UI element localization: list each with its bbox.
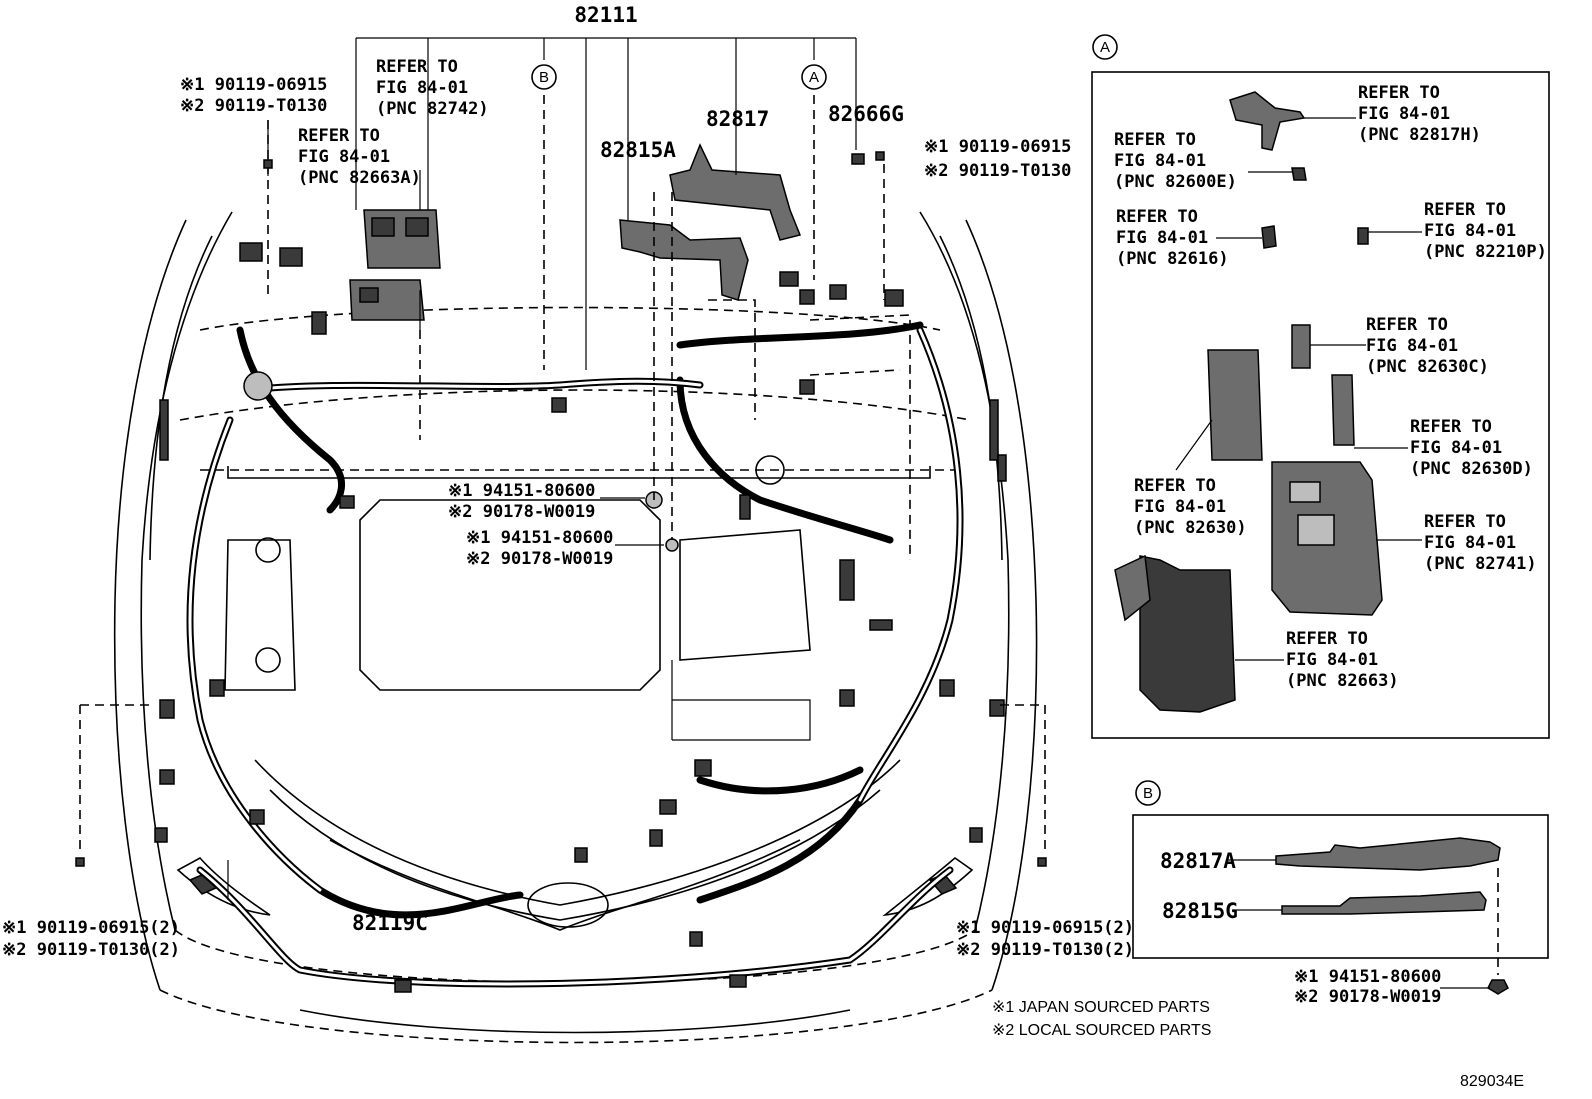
- callout-bl-bolt-2: ※2 90119-T0130(2): [2, 940, 180, 960]
- view-a-marker-label: A: [1100, 39, 1110, 56]
- view-b-marker-label: B: [1143, 785, 1153, 802]
- refer-line-2: FIG 84-01: [1134, 497, 1226, 517]
- refer-82663a: REFER TO FIG 84-01 (PNC 82663A): [298, 126, 421, 188]
- refer-line-2: FIG 84-01: [1116, 228, 1208, 248]
- refer-82742: REFER TO FIG 84-01 (PNC 82742): [376, 57, 489, 119]
- view-b-panel: B 82817A 82815G: [1132, 780, 1549, 995]
- refer-line-1: REFER TO: [1134, 476, 1216, 496]
- leader-lines: [79, 37, 1046, 900]
- refer-82600e: REFER TO FIG 84-01 (PNC 82600E): [1114, 130, 1237, 192]
- refer-82663: REFER TO FIG 84-01 (PNC 82663): [1286, 629, 1399, 691]
- refer-line-1: REFER TO: [1116, 207, 1198, 227]
- refer-82630c: REFER TO FIG 84-01 (PNC 82630C): [1366, 315, 1489, 377]
- callout-br-bolt-2: ※2 90119-T0130(2): [956, 940, 1134, 960]
- callout-tl-bolt-1: ※1 90119-06915: [180, 75, 327, 95]
- bolt-icons: [75, 151, 1047, 867]
- refer-line-1: REFER TO: [1424, 200, 1506, 220]
- callout-bl-bolt-1: ※1 90119-06915(2): [2, 918, 180, 938]
- refer-line-2: FIG 84-01: [1286, 650, 1378, 670]
- view-marker-a: A: [801, 64, 827, 90]
- refer-line-2: FIG 84-01: [1410, 438, 1502, 458]
- refer-line-2: FIG 84-01: [1366, 336, 1458, 356]
- part-number-82666g: 82666G: [828, 102, 904, 126]
- callout-nut1-1: ※1 94151-80600: [448, 481, 595, 501]
- refer-line-1: REFER TO: [1286, 629, 1368, 649]
- refer-line-1: REFER TO: [1358, 83, 1440, 103]
- refer-line-3: (PNC 82616): [1116, 249, 1229, 269]
- refer-line-3: (PNC 82663): [1286, 671, 1399, 691]
- part-number-82815a: 82815A: [600, 138, 676, 162]
- figure-code: 829034E: [1460, 1073, 1524, 1090]
- callout-tl-bolt-2: ※2 90119-T0130: [180, 96, 327, 116]
- view-marker-b: B: [531, 64, 557, 90]
- part-number-82119c: 82119C: [352, 911, 428, 935]
- refer-82741: REFER TO FIG 84-01 (PNC 82741): [1424, 512, 1537, 574]
- refer-82630: REFER TO FIG 84-01 (PNC 82630): [1134, 476, 1247, 538]
- refer-line-1: REFER TO: [298, 126, 380, 146]
- part-number-82817a: 82817A: [1160, 849, 1236, 873]
- part-number-82817: 82817: [706, 107, 769, 131]
- callout-tr-bolt-1: ※1 90119-06915: [924, 137, 1071, 157]
- callout-nut2-2: ※2 90178-W0019: [466, 549, 613, 569]
- view-a-panel: A REFER TO FIG 84-01 (PNC 82817H): [1091, 34, 1550, 739]
- refer-line-1: REFER TO: [376, 57, 458, 77]
- refer-line-2: FIG 84-01: [298, 147, 390, 167]
- refer-line-3: (PNC 82630D): [1410, 459, 1533, 479]
- refer-82616: REFER TO FIG 84-01 (PNC 82616): [1116, 207, 1229, 269]
- footnote-local-sourced: ※2 LOCAL SOURCED PARTS: [992, 1022, 1211, 1039]
- marker-b-label: B: [539, 69, 549, 86]
- callout-tr-bolt-2: ※2 90119-T0130: [924, 161, 1071, 181]
- refer-line-3: (PNC 82600E): [1114, 172, 1237, 192]
- callout-br-bolt-1: ※1 90119-06915(2): [956, 918, 1134, 938]
- callout-b-nut-1: ※1 94151-80600: [1294, 967, 1441, 987]
- refer-line-1: REFER TO: [1114, 130, 1196, 150]
- refer-line-2: FIG 84-01: [1424, 221, 1516, 241]
- refer-line-1: REFER TO: [1424, 512, 1506, 532]
- refer-line-2: FIG 84-01: [1114, 151, 1206, 171]
- refer-line-3: (PNC 82742): [376, 99, 489, 119]
- refer-82630d: REFER TO FIG 84-01 (PNC 82630D): [1410, 417, 1533, 479]
- vehicle-body-outline: [113, 211, 1038, 1044]
- callout-nut1-2: ※2 90178-W0019: [448, 502, 595, 522]
- refer-line-2: FIG 84-01: [1358, 104, 1450, 124]
- marker-a-label: A: [809, 69, 819, 86]
- engine-room-harness: [154, 242, 1007, 993]
- refer-82210p: REFER TO FIG 84-01 (PNC 82210P): [1424, 200, 1547, 262]
- refer-line-3: (PNC 82741): [1424, 554, 1537, 574]
- callout-b-nut-2: ※2 90178-W0019: [1294, 987, 1441, 1007]
- refer-line-1: REFER TO: [1366, 315, 1448, 335]
- refer-82817h: REFER TO FIG 84-01 (PNC 82817H): [1358, 83, 1481, 145]
- refer-line-3: (PNC 82663A): [298, 168, 421, 188]
- refer-line-2: FIG 84-01: [1424, 533, 1516, 553]
- part-number-82815g: 82815G: [1162, 899, 1238, 923]
- refer-line-3: (PNC 82630C): [1366, 357, 1489, 377]
- part-number-82111: 82111: [574, 3, 637, 27]
- refer-line-2: FIG 84-01: [376, 78, 468, 98]
- main-view-components: [349, 143, 865, 552]
- footnote-japan-sourced: ※1 JAPAN SOURCED PARTS: [992, 999, 1210, 1016]
- refer-line-1: REFER TO: [1410, 417, 1492, 437]
- refer-line-3: (PNC 82817H): [1358, 125, 1481, 145]
- refer-line-3: (PNC 82630): [1134, 518, 1247, 538]
- callout-nut2-1: ※1 94151-80600: [466, 528, 613, 548]
- refer-line-3: (PNC 82210P): [1424, 242, 1547, 262]
